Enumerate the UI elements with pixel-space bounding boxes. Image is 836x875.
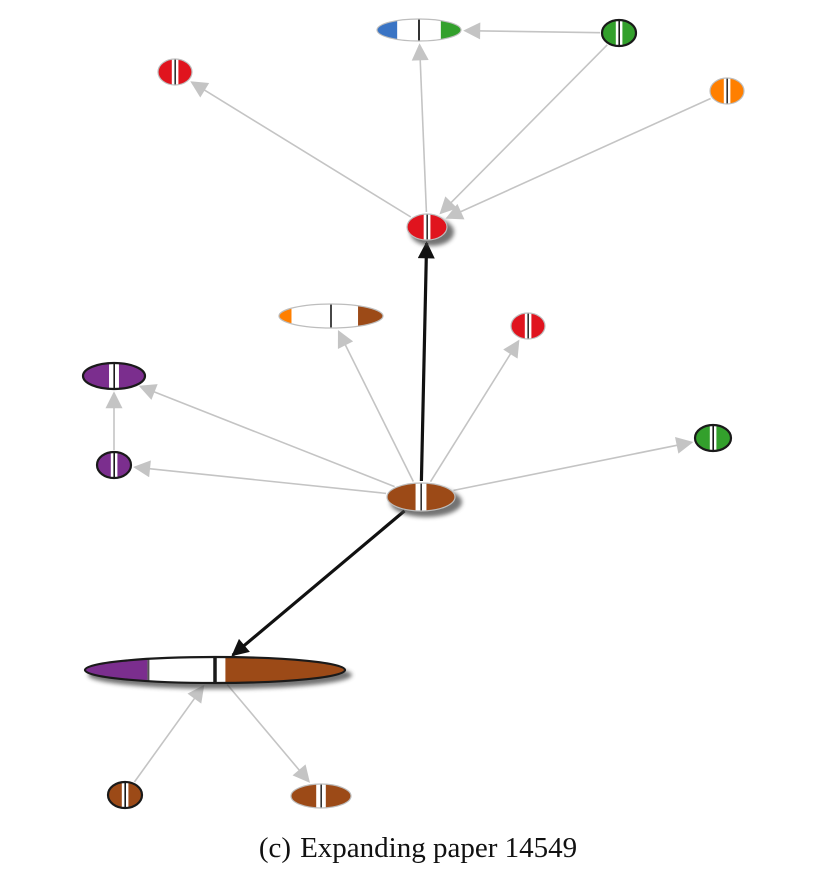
node-outline (406, 213, 448, 241)
edge-expanded-paper-to-right-green (453, 436, 694, 492)
edge-red-hub-to-top-left-red (190, 81, 412, 218)
node-bottom-right-brown[interactable] (290, 783, 352, 809)
node-outline (709, 77, 745, 105)
figure-caption: (c)Expanding paper 14549 (0, 832, 836, 865)
node-outline (83, 655, 347, 685)
node-purple-small[interactable] (95, 450, 133, 480)
edge-top-right-green-to-top-center (463, 22, 601, 40)
citation-graph (81, 18, 745, 810)
node-outline (600, 18, 638, 48)
highlighted-edge-expanded-paper-to-red-hub (417, 241, 435, 482)
node-red-hub[interactable] (406, 213, 454, 246)
node-outline (693, 423, 733, 453)
edge-expanded-paper-to-orange-brown (337, 329, 415, 482)
edge-bottom-left-brown-to-long-purple-brown (133, 684, 205, 783)
node-expanded-paper[interactable] (386, 482, 462, 517)
edge-long-purple-brown-to-bottom-right-brown (226, 683, 310, 783)
edge-expanded-paper-to-purple-small (133, 460, 387, 495)
node-mid-right-red[interactable] (510, 312, 546, 340)
node-top-left-red[interactable] (157, 58, 193, 86)
edge-expanded-paper-to-mid-right-red (429, 339, 520, 483)
edge-top-right-green-to-red-hub (439, 44, 608, 215)
node-top-right-orange[interactable] (709, 77, 745, 105)
edge-layer (105, 22, 711, 783)
node-outline (278, 303, 384, 329)
node-top-right-green[interactable] (600, 18, 638, 48)
node-long-purple-brown[interactable] (83, 655, 352, 689)
node-right-green[interactable] (693, 423, 733, 453)
node-color-segments (158, 59, 192, 85)
node-orange-brown[interactable] (278, 303, 384, 329)
node-outline (386, 482, 456, 512)
highlighted-edge-expanded-paper-to-long-purple-brown (231, 509, 406, 657)
node-color-segments (407, 214, 447, 240)
node-outline (510, 312, 546, 340)
edge-red-hub-to-top-center (411, 43, 429, 213)
edge-expanded-paper-to-purple-top (138, 384, 395, 488)
edge-top-right-orange-to-red-hub (445, 97, 711, 220)
node-top-center[interactable] (376, 18, 462, 42)
node-outline (290, 783, 352, 809)
node-outline (157, 58, 193, 86)
node-color-segments (511, 313, 545, 339)
node-color-segments (710, 78, 744, 104)
caption-text: Expanding paper 14549 (300, 832, 578, 864)
node-layer (81, 18, 745, 810)
caption-tag: (c) (258, 832, 292, 864)
node-outline (95, 450, 133, 480)
node-outline (106, 780, 144, 810)
node-outline (81, 361, 147, 391)
node-outline (376, 18, 462, 42)
node-purple-top[interactable] (81, 361, 147, 391)
node-bottom-left-brown[interactable] (106, 780, 144, 810)
